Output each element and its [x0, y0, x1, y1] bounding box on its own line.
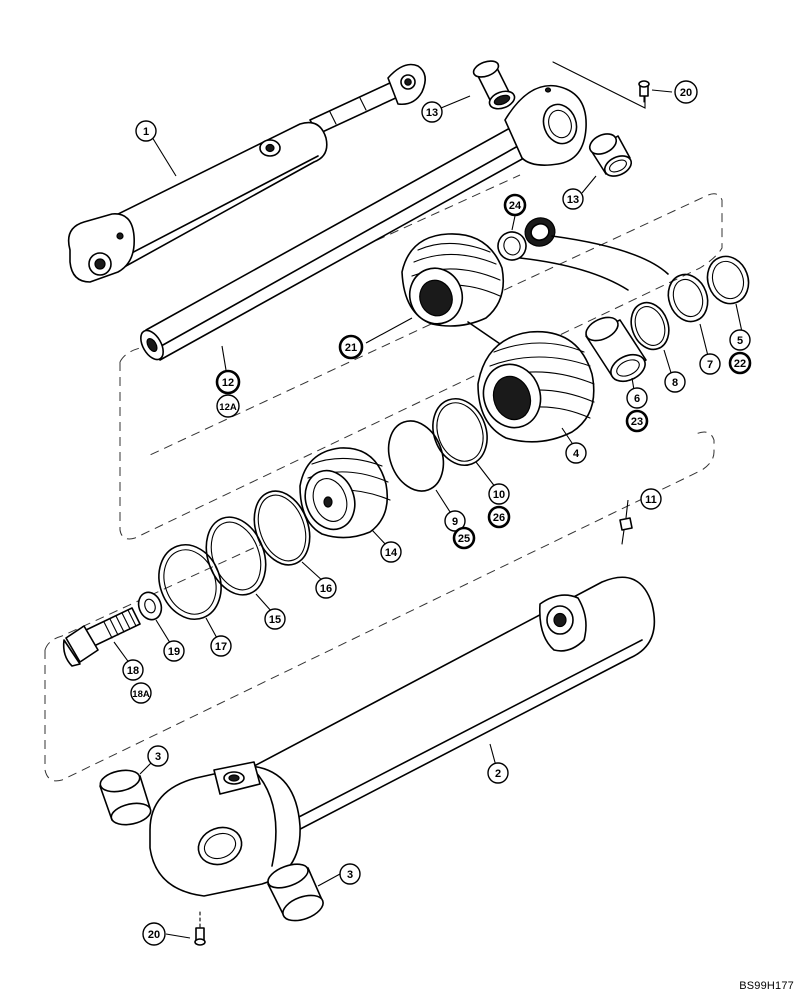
part-6-bushing: [585, 316, 647, 383]
callout-12a: 12A: [216, 394, 240, 418]
callout-13-upper: 13: [421, 101, 443, 123]
callout-9: 9: [444, 510, 466, 532]
part-11-fitting: [619, 517, 633, 545]
callout-label-2: 2: [495, 768, 501, 780]
callout-label-11: 11: [645, 494, 657, 506]
callout-label-10: 10: [493, 489, 505, 501]
callout-label-23: 23: [631, 416, 643, 428]
seal-kit-link-upper: [551, 235, 669, 275]
callout-5: 5: [729, 329, 751, 351]
part-1-cylinder-assembly: [67, 63, 426, 283]
callout-label-26: 26: [493, 512, 505, 524]
callout-label-13-lower: 13: [567, 194, 579, 206]
callout-22: 22: [728, 351, 752, 375]
seal-kit-link-lower: [519, 257, 629, 291]
callout-23: 23: [625, 409, 649, 433]
callout-4: 4: [565, 442, 587, 464]
part-13-bushing-upper: [472, 60, 516, 110]
callout-1: 1: [135, 120, 157, 142]
part-8-ring: [630, 301, 670, 351]
top-right-bracket: [552, 61, 646, 109]
callout-label-13-upper: 13: [426, 107, 438, 119]
part-3-bushing-left: [99, 769, 152, 826]
callout-label-24: 24: [509, 200, 522, 212]
callout-18a: 18A: [130, 682, 152, 704]
callout-10: 10: [488, 483, 510, 505]
callout-label-18: 18: [127, 665, 139, 677]
callout-label-17: 17: [215, 641, 227, 653]
callout-26: 26: [487, 505, 511, 529]
callout-label-15: 15: [269, 614, 281, 626]
callout-label-9: 9: [452, 516, 458, 528]
callout-8: 8: [664, 371, 686, 393]
part-14-piston-spacer: [299, 447, 391, 539]
callout-20-bottom: 20: [142, 922, 166, 946]
callout-21: 21: [338, 334, 364, 360]
part-13-bushing-lower: [588, 133, 633, 177]
part-18-bolt: [62, 607, 141, 667]
callout-6: 6: [626, 387, 648, 409]
callout-label-6: 6: [634, 393, 640, 405]
callout-label-3-left: 3: [155, 751, 161, 763]
part-4-piston: [477, 330, 595, 443]
part-19-washer: [137, 591, 163, 621]
callout-label-5: 5: [737, 335, 743, 347]
callout-20-top: 20: [674, 80, 698, 104]
drawing-code: BS99H177: [739, 980, 794, 992]
callout-3-left: 3: [147, 745, 169, 767]
upper-dashed-top-edge: [119, 174, 521, 363]
callout-label-20-bottom: 20: [148, 929, 160, 941]
callout-2: 2: [487, 762, 509, 784]
callout-16: 16: [315, 577, 337, 599]
callout-14: 14: [380, 541, 402, 563]
callout-3-right: 3: [339, 863, 361, 885]
callout-label-12a: 12A: [219, 402, 237, 413]
lower-dashed-top-edge: [44, 544, 261, 651]
callout-18: 18: [122, 659, 144, 681]
part-3-bushing-right: [267, 863, 324, 922]
callout-label-7: 7: [707, 359, 713, 371]
callout-label-16: 16: [320, 583, 332, 595]
callout-label-25: 25: [458, 533, 470, 545]
callout-25: 25: [452, 526, 476, 550]
callout-label-1: 1: [143, 126, 149, 138]
part-20-grease-fitting-bottom: [194, 911, 206, 946]
callout-label-20-top: 20: [680, 87, 692, 99]
callout-label-14: 14: [385, 547, 398, 559]
leader-lines: [113, 89, 743, 939]
callout-label-8: 8: [672, 377, 678, 389]
callout-label-4: 4: [573, 448, 580, 460]
part-5-ring: [706, 255, 750, 305]
part-12-piston-rod: [140, 84, 587, 361]
callout-label-12: 12: [222, 377, 234, 389]
part-21-gland: [401, 233, 505, 327]
callout-17: 17: [210, 635, 232, 657]
part-20-grease-fitting-top: [638, 80, 650, 103]
part-7-ring: [667, 273, 709, 323]
callout-15: 15: [264, 608, 286, 630]
callout-label-3-right: 3: [347, 869, 353, 881]
callout-24: 24: [503, 193, 527, 217]
callout-label-18a: 18A: [132, 689, 150, 700]
part-2-cylinder-barrel: [149, 576, 656, 897]
upper-dashed-group-outline: [119, 193, 723, 540]
callout-label-19: 19: [168, 646, 180, 658]
part-17-ring: [158, 544, 222, 620]
part-24-wiper-seal: [497, 217, 556, 261]
part-9-o-ring: [387, 420, 445, 492]
callout-19: 19: [163, 640, 185, 662]
callout-label-21: 21: [345, 342, 357, 354]
callout-12: 12: [215, 369, 241, 395]
part-10-backup-ring: [432, 398, 488, 466]
callout-13-lower: 13: [562, 188, 584, 210]
callout-label-22: 22: [734, 358, 746, 370]
callout-7: 7: [699, 353, 721, 375]
callout-11: 11: [640, 488, 662, 510]
